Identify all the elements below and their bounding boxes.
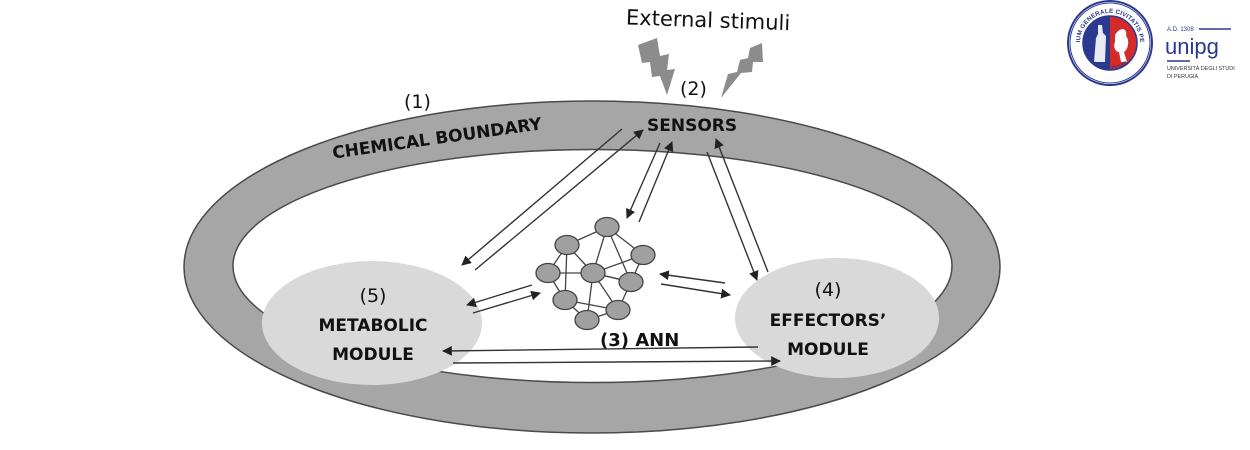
logo-wordmark: unipg [1165,34,1219,59]
external-stimuli-label: External stimuli [626,5,791,35]
arrow-sensors-to-ann [626,142,661,219]
ann-node [605,299,631,321]
ann-node [574,309,600,331]
ann-node [618,271,644,293]
arrows [442,128,781,366]
effectors-label-line1: EFFECTORS’ [770,311,887,331]
effectors-module [735,258,939,378]
arrow-metabolic-to-effectors [452,356,781,366]
logo-line1: UNIVERSITÀ DEGLI STUDI [1167,65,1235,72]
university-seal-icon: STUDIUM GENERALE CIVITATIS PERUSII A.D.M… [0,0,1153,86]
ann-node [630,244,656,266]
arrow-ann-to-metabolic [466,284,533,308]
stimulus-bolt-left-icon [638,38,675,95]
metabolic-number: (5) [360,285,387,307]
ann-node [554,234,580,256]
arrow-effectors-to-ann [659,270,726,284]
ann-label: (3) ANN [600,330,679,351]
arrow-ann-to-sensors [638,141,674,223]
boundary-number: (1) [404,91,431,113]
sensors-number: (2) [680,78,707,100]
arrow-effectors-to-metabolic [442,345,759,356]
svg-text:STUDIUM GENERALE CIVITATIS PER: STUDIUM GENERALE CIVITATIS PERUSII [0,0,1145,43]
arrow-effectors-to-sensors [714,138,769,273]
arrow-metabolic-to-sensors [474,129,644,271]
seal-text-top: STUDIUM GENERALE CIVITATIS PERUSII [0,0,1145,43]
ann-node [580,262,606,284]
seal-text-bottom: A.D.MCCCVIII [1091,61,1130,73]
ann-node [552,289,578,311]
ann-node [594,216,620,238]
svg-text:A.D.MCCCVIII: A.D.MCCCVIII [1091,61,1130,73]
arrow-sensors-to-effectors [706,151,759,281]
effectors-number: (4) [815,279,842,301]
effectors-label-line2: MODULE [787,340,869,360]
arrow-sensors-to-metabolic [461,128,623,266]
ann-network [535,216,656,331]
sensors-label: SENSORS [647,116,737,136]
stimulus-bolt-right-icon [721,43,763,98]
arrow-ann-to-effectors [660,283,731,299]
metabolic-label-line2: MODULE [332,345,414,365]
metabolic-module [262,261,482,385]
logo-line2: DI PERUGIA [1167,74,1199,80]
metabolic-label-line1: METABOLIC [318,316,427,336]
arrow-metabolic-to-ann [472,290,541,314]
university-logo: STUDIUM GENERALE CIVITATIS PERUSII A.D.M… [0,0,1235,86]
ann-node [535,262,561,284]
logo-year: A.D. 1308 [1167,27,1194,33]
